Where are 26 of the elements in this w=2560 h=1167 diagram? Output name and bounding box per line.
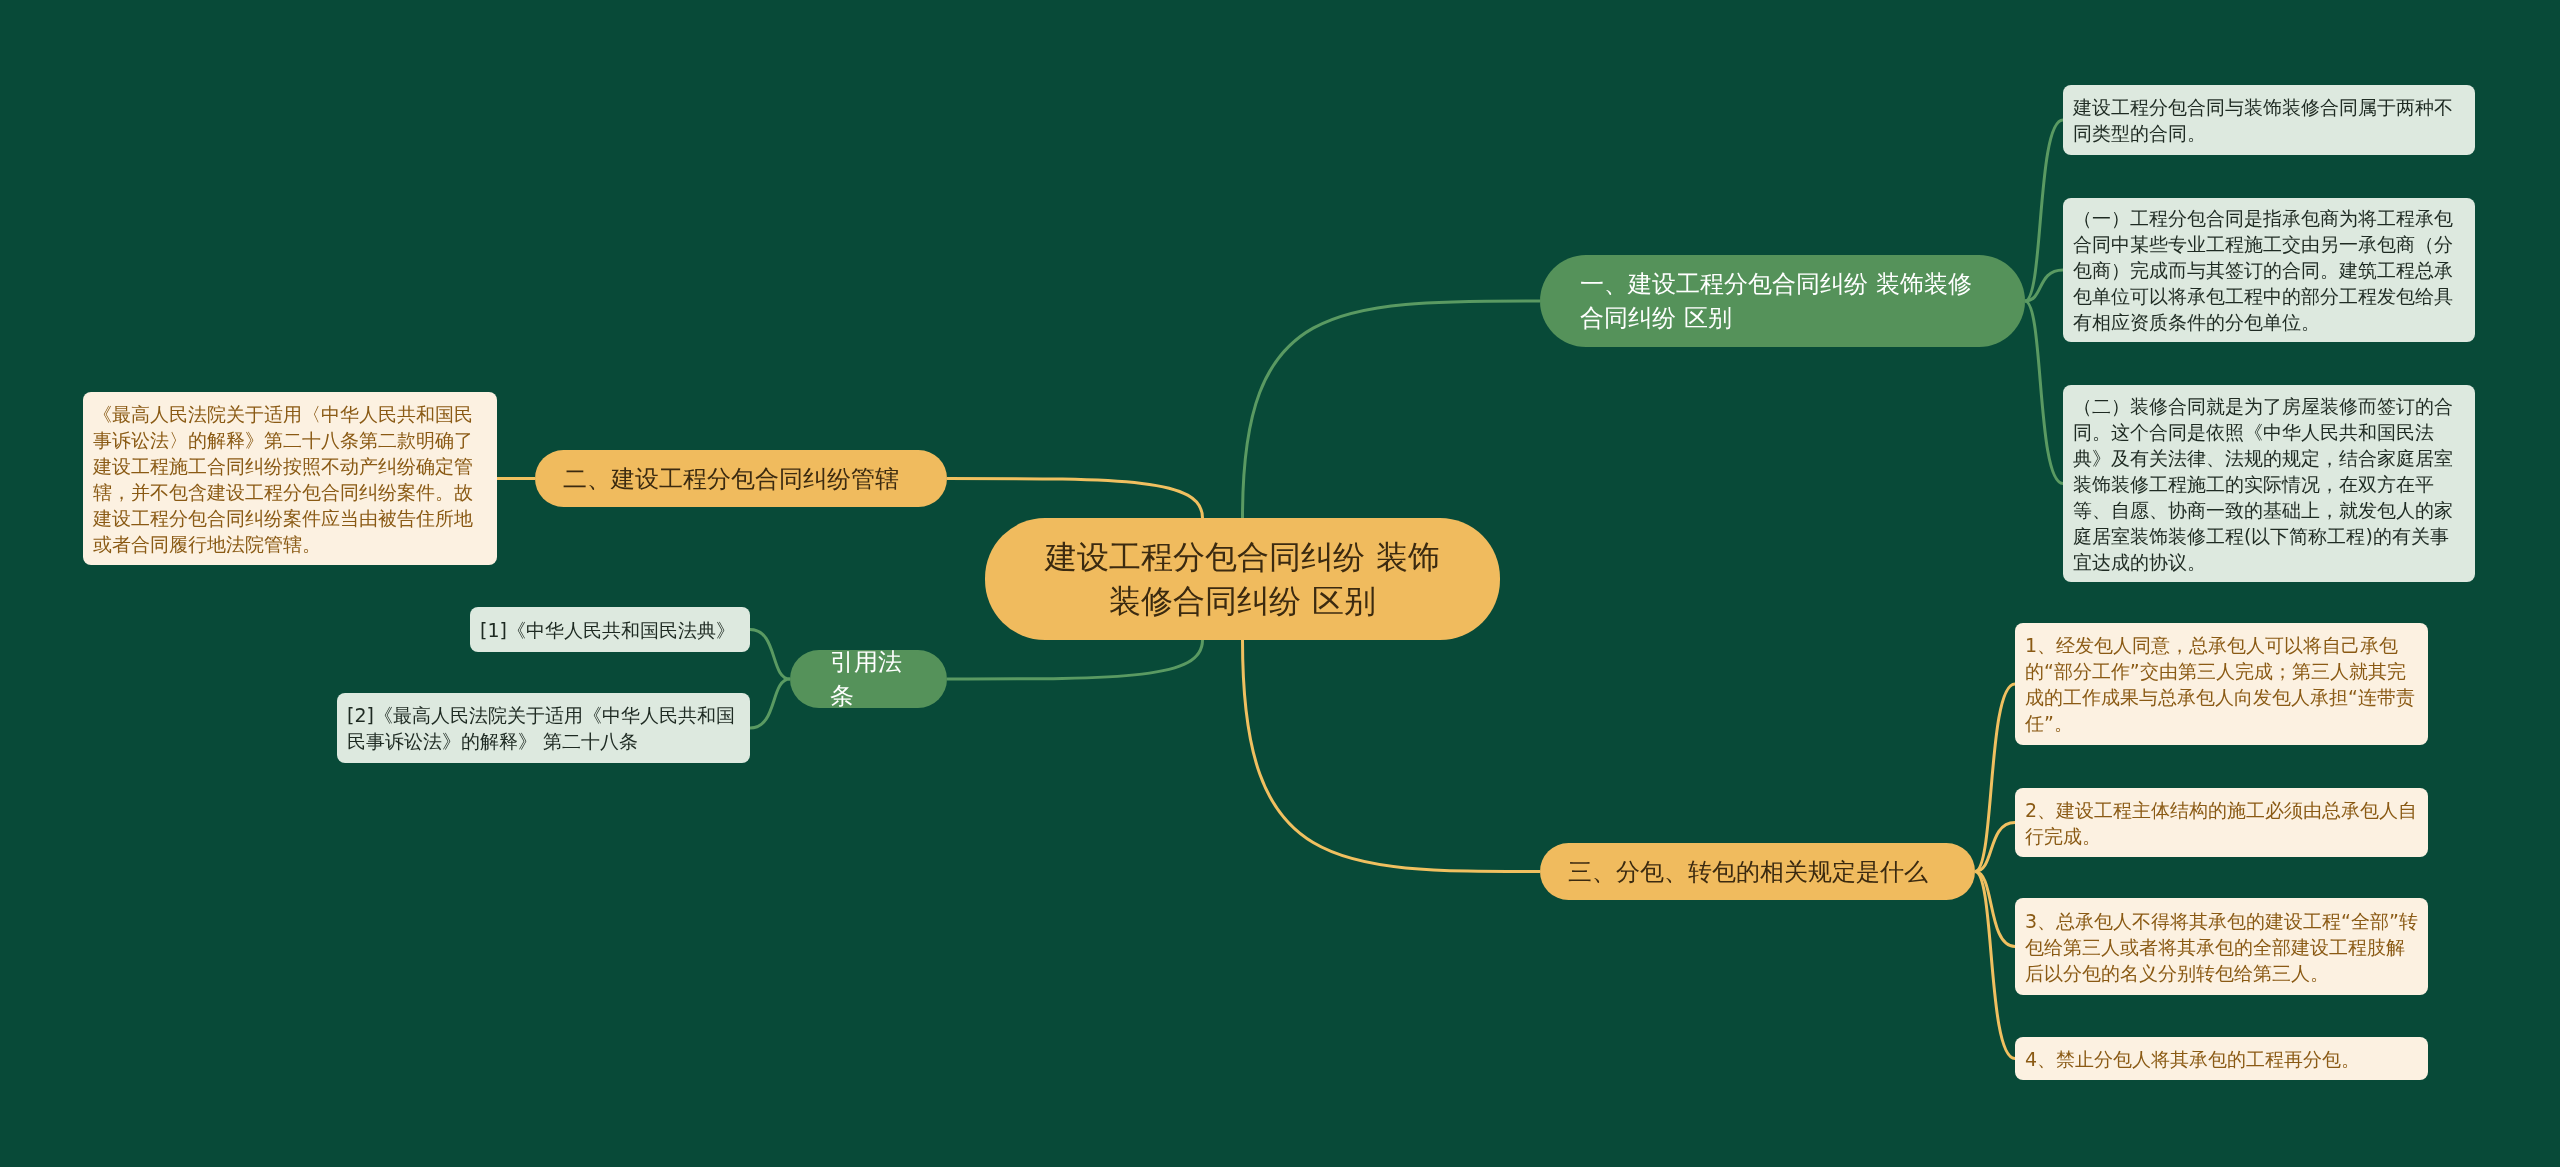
note-card: （二）装修合同就是为了房屋装修而签订的合同。这个合同是依照《中华人民共和国民法典》及有关法律、法规的规定，结合家庭居室装饰装修工程施工的实际情况，在双方在平等、自愿、协商一致的基础上，就发包人的家庭居室装饰装修工程(以下简称工程)的有关事宜达成的协议。 xyxy=(2063,385,2475,582)
connector-line xyxy=(497,477,535,480)
connector-line xyxy=(1241,639,1540,873)
note-card: 1、经发包人同意，总承包人可以将自己承包的“部分工作”交由第三人完成；第三人就其完成的工作成果与总承包人向发包人承担“连带责任”。 xyxy=(2015,623,2428,745)
branch-topic: 二、建设工程分包合同纠纷管辖 xyxy=(535,450,947,507)
connector-line xyxy=(947,639,1204,681)
note-card: [1]《中华人民共和国民法典》 xyxy=(470,607,750,652)
connector-line xyxy=(749,628,791,681)
note-card: （一）工程分包合同是指承包商为将工程承包合同中某些专业工程施工交由另一承包商（分包商）完成而与其签订的合同。建筑工程总承包单位可以将承包工程中的部分工程发包给具有相应资质条件的分包单位。 xyxy=(2063,198,2475,342)
central-topic: 建设工程分包合同纠纷 装饰装修合同纠纷 区别 xyxy=(985,518,1500,640)
connector-line xyxy=(1974,682,2016,873)
branch-topic: 三、分包、转包的相关规定是什么 xyxy=(1540,843,1975,900)
note-card: [2]《最高人民法院关于适用《中华人民共和国民事诉讼法》的解释》 第二十八条 xyxy=(337,693,750,763)
note-card: 3、总承包人不得将其承包的建设工程“全部”转包给第三人或者将其承包的全部建设工程肢解后以分包的名义分别转包给第三人。 xyxy=(2015,898,2428,995)
branch-topic: 引用法条 xyxy=(790,650,947,708)
connector-line xyxy=(1241,299,1540,519)
note-card: 建设工程分包合同与装饰装修合同属于两种不同类型的合同。 xyxy=(2063,85,2475,155)
connector-line xyxy=(1974,870,2016,1060)
note-card: 4、禁止分包人将其承包的工程再分包。 xyxy=(2015,1037,2428,1080)
note-card: 2、建设工程主体结构的施工必须由总承包人自行完成。 xyxy=(2015,788,2428,857)
branch-topic: 一、建设工程分包合同纠纷 装饰装修合同纠纷 区别 xyxy=(1540,255,2025,347)
connector-line xyxy=(1974,870,2016,948)
connector-line xyxy=(749,677,791,730)
connector-line xyxy=(2024,299,2064,485)
note-card: 《最高人民法院关于适用〈中华人民共和国民事诉讼法〉的解释》第二十八条第二款明确了建设工程施工合同纠纷按照不动产纠纷确定管辖，并不包含建设工程分包合同纠纷案件。故建设工程分包合同纠纷案件应当由被告住所地或者合同履行地法院管辖。 xyxy=(83,392,497,565)
connector-line xyxy=(947,477,1204,519)
